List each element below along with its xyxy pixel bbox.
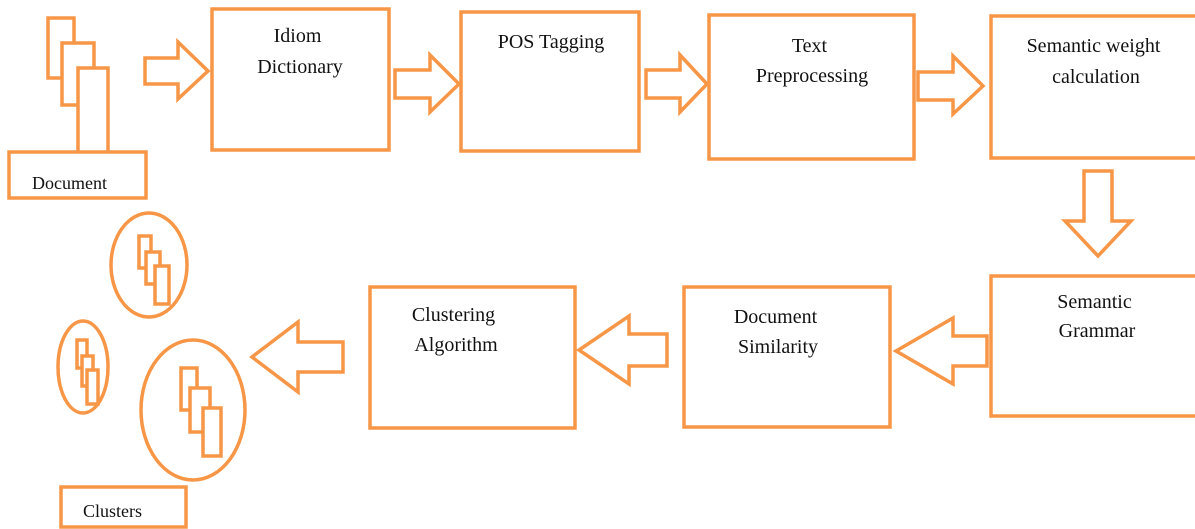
step-clustering-algorithm-line-1: Clustering bbox=[412, 304, 495, 326]
step-text-preprocessing: Text Preprocessing bbox=[707, 13, 916, 161]
cluster-large-icon bbox=[139, 338, 247, 482]
step-clustering-algorithm: Clustering Algorithm bbox=[368, 285, 577, 430]
cluster-top-icon bbox=[109, 211, 189, 319]
svg-text:Semantic weight calculat: Semantic weight calculation bbox=[1027, 35, 1166, 88]
document-label-box: Document bbox=[7, 150, 148, 200]
step-idiom-dictionary: Idiom Dictionary bbox=[210, 7, 391, 152]
step-semantic-grammar-line-1: Semantic bbox=[1057, 291, 1132, 313]
step-text-preprocessing-line-1: Text bbox=[792, 35, 828, 57]
step-pos-tagging: POS Tagging bbox=[459, 10, 641, 153]
svg-text:Semantic Grammar: Semantic Grammar bbox=[1057, 291, 1136, 342]
svg-text:Text Preprocessing: Text Preprocessing bbox=[756, 35, 868, 87]
step-document-similarity-line-1: Document bbox=[734, 306, 818, 328]
step-semantic-weight-line-2: calculation bbox=[1052, 66, 1140, 88]
step-semantic-weight-line-1: Semantic weight bbox=[1027, 35, 1161, 57]
step-pos-tagging-label: POS Tagging bbox=[498, 31, 605, 53]
clusters-label-box: Clusters bbox=[59, 485, 188, 529]
svg-text:Clustering Algorithm: Clustering Algorithm bbox=[412, 304, 500, 356]
svg-text:Idiom Dictionary: Idiom Dictionary bbox=[257, 25, 343, 78]
arrow-right-icon bbox=[143, 37, 211, 104]
step-idiom-dictionary-line-1: Idiom bbox=[274, 25, 322, 47]
step-semantic-weight: Semantic weight calculation bbox=[989, 14, 1195, 160]
step-semantic-grammar-line-2: Grammar bbox=[1059, 320, 1136, 342]
cluster-left-icon bbox=[56, 319, 110, 415]
document-label: Document bbox=[32, 173, 107, 193]
arrow-left-icon bbox=[575, 312, 669, 388]
svg-text:Document Similarity: Document Similarity bbox=[734, 306, 822, 358]
clusters-label: Clusters bbox=[83, 501, 142, 521]
step-document-similarity-line-2: Similarity bbox=[738, 336, 818, 358]
document-stack-icon bbox=[46, 16, 110, 174]
arrow-left-icon bbox=[249, 318, 345, 396]
arrow-right-icon bbox=[644, 50, 710, 117]
step-idiom-dictionary-line-2: Dictionary bbox=[257, 56, 343, 78]
arrow-right-icon bbox=[916, 51, 986, 119]
arrow-right-icon bbox=[393, 50, 462, 117]
step-clustering-algorithm-line-2: Algorithm bbox=[414, 334, 498, 356]
step-document-similarity: Document Similarity bbox=[682, 285, 892, 429]
step-text-preprocessing-line-2: Preprocessing bbox=[756, 65, 868, 87]
arrow-down-icon bbox=[1060, 169, 1136, 259]
step-semantic-grammar: Semantic Grammar bbox=[989, 274, 1195, 418]
arrow-left-icon bbox=[892, 314, 989, 388]
